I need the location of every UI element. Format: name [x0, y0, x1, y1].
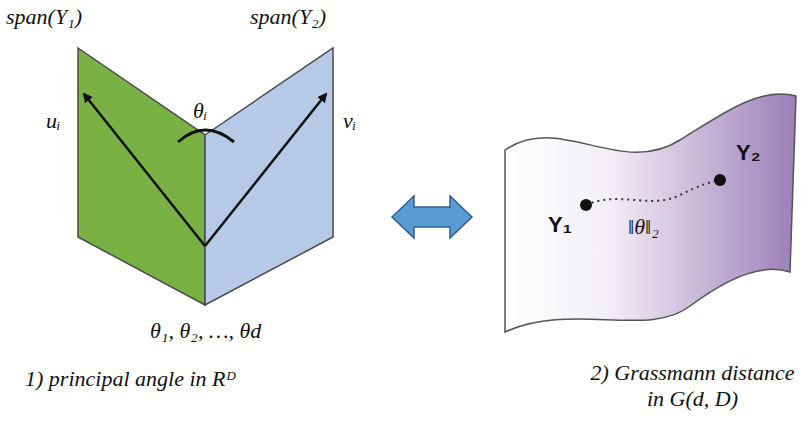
point-label: Y₁: [548, 212, 572, 238]
point-label: Y₂: [736, 140, 760, 166]
angle-label: θᵢ: [193, 98, 207, 124]
double-arrow: [392, 196, 472, 238]
caption-text: 2) Grassmann distance in G(d, D): [590, 360, 795, 413]
grassmann-manifold: [505, 94, 796, 332]
point-y2: [714, 174, 726, 186]
angle-list: θ₁, θ₂, …, θd: [150, 318, 261, 344]
point-y1: [580, 199, 592, 211]
vector-v: [205, 94, 326, 246]
vector-label: vᵢ: [343, 108, 356, 134]
plane-label: span(Y₁): [6, 4, 82, 30]
angle-arc: [178, 130, 234, 142]
plane-label: span(Y₂): [250, 4, 326, 30]
green-plane: [78, 48, 205, 305]
vector-u: [84, 94, 205, 246]
caption-text: 1) principal angle in Rᴰ: [4, 366, 236, 392]
vector-label: uᵢ: [46, 108, 60, 134]
geodesic-path: [586, 180, 720, 205]
distance-label: ‖θ‖₂: [628, 214, 659, 240]
blue-plane: [205, 48, 333, 305]
